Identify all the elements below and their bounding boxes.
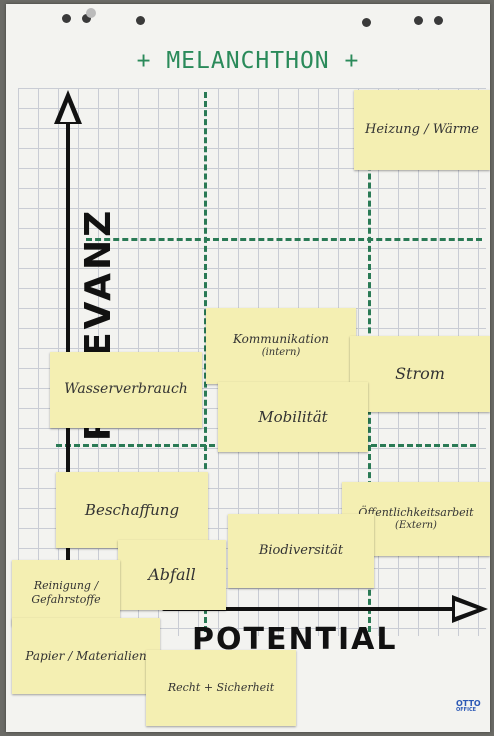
x-axis-line — [162, 607, 460, 611]
note-text: Reinigung / Gefahrstoffe — [31, 579, 101, 606]
y-axis-line — [66, 100, 70, 564]
punch-hole — [362, 18, 371, 27]
note-text: Abfall — [148, 565, 196, 584]
note-wasserverbrauch: Wasserverbrauch — [50, 352, 202, 428]
note-reinigung: Reinigung / Gefahrstoffe — [12, 560, 120, 626]
punch-hole — [414, 16, 423, 25]
note-text: Öffentlichkeitsarbeit — [358, 505, 474, 519]
x-axis-arrowhead-inner — [455, 601, 477, 617]
note-mobilitaet: Mobilität — [218, 382, 368, 452]
note-biodiversitaet: Biodiversität — [228, 514, 374, 588]
note-text: Mobilität — [258, 407, 328, 426]
note-papier: Papier / Materialien — [12, 618, 160, 694]
note-text: Heizung / Wärme — [365, 121, 479, 137]
note-text: Strom — [395, 364, 445, 383]
quadrant-divider-vertical-left — [204, 92, 207, 632]
chart-title: + MELANCHTHON + — [136, 48, 360, 74]
note-text: Recht + Sicherheit — [167, 681, 275, 695]
punch-hole — [136, 16, 145, 25]
note-text: Papier / Materialien — [25, 648, 147, 663]
note-heizung: Heizung / Wärme — [354, 90, 490, 170]
y-axis-arrowhead-inner — [60, 102, 76, 122]
punch-hole — [62, 14, 71, 23]
note-beschaffung: Beschaffung — [56, 472, 208, 548]
note-strom: Strom — [350, 336, 490, 412]
note-subtext: (Extern) — [395, 519, 437, 531]
flipchart-sheet: + MELANCHTHON + RELEVANZ POTENTIAL Heizu… — [6, 4, 490, 732]
note-subtext: (intern) — [261, 347, 301, 359]
note-text: Biodiversität — [258, 542, 344, 558]
note-kommunikation: Kommunikation (intern) — [206, 308, 356, 384]
punch-hole — [434, 16, 443, 25]
punch-hole — [82, 14, 91, 23]
note-text: Wasserverbrauch — [64, 381, 188, 398]
binder-clip — [86, 8, 96, 18]
note-text: Kommunikation — [233, 332, 329, 347]
note-text: Beschaffung — [84, 500, 180, 519]
quadrant-divider-horizontal-top — [86, 238, 482, 241]
logo-line-2: OFFICE — [456, 707, 477, 713]
logo-line-1: OTTO — [456, 699, 481, 708]
note-recht: Recht + Sicherheit — [146, 650, 296, 726]
otto-office-logo: OTTO OFFICE — [456, 700, 481, 713]
note-abfall: Abfall — [118, 540, 226, 610]
